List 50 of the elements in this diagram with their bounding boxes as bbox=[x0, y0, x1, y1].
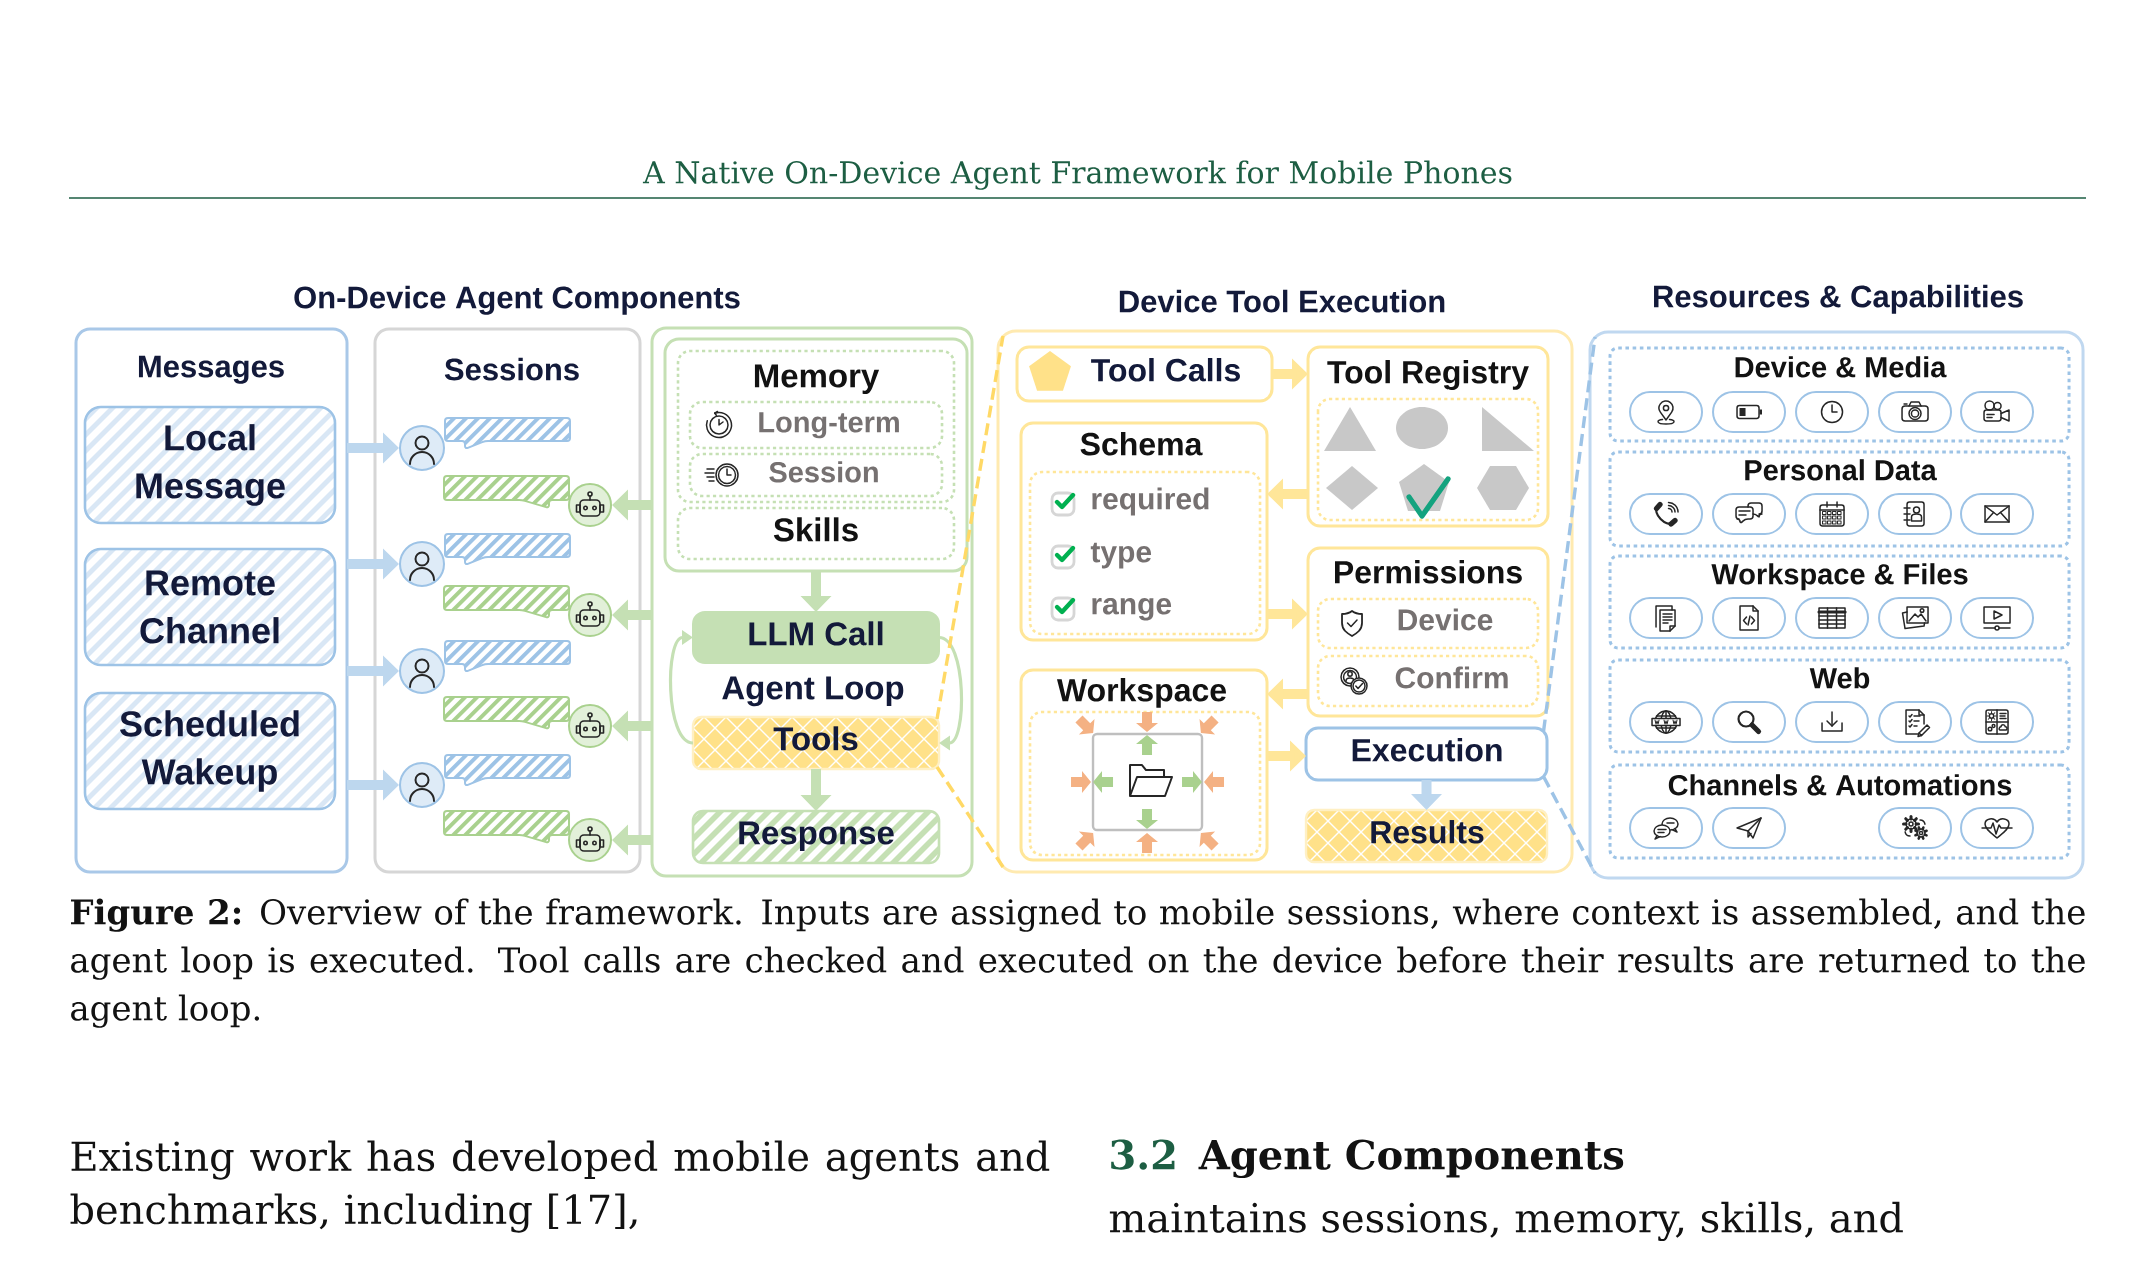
process-box: Response bbox=[691, 809, 941, 865]
panel: Sessions bbox=[373, 327, 642, 874]
running-header: A Native On-Device Agent Framework for Mobile Phones bbox=[642, 160, 1512, 190]
list-item: type bbox=[1090, 542, 1152, 569]
robot-avatar bbox=[568, 704, 612, 748]
dashed-line bbox=[935, 335, 1005, 720]
section-heading: On-Device Agent Components bbox=[294, 285, 740, 315]
dotted-box: Skills bbox=[676, 506, 956, 561]
process-box: Tool Calls bbox=[1015, 345, 1274, 403]
process-box: Tools bbox=[691, 715, 941, 771]
node-label: Device Tool Execution bbox=[1119, 289, 1445, 313]
dashed-line bbox=[1542, 775, 1597, 874]
section-number: 3.2 bbox=[1111, 1139, 1175, 1170]
message-box: Scheduled Wakeup bbox=[83, 691, 337, 811]
dotted-box: Workspace & Files bbox=[1608, 554, 2071, 650]
dotted-box: Web bbox=[1608, 658, 2071, 754]
dashed-line bbox=[1541, 336, 1597, 732]
dotted-box: Device bbox=[1316, 597, 1540, 650]
body-text: maintains sessions, memory, skills, and bbox=[1109, 1201, 1903, 1242]
panel bbox=[650, 326, 974, 878]
section-heading: Agent Components bbox=[1198, 1139, 1624, 1179]
message-box: Local Message bbox=[83, 405, 337, 525]
user-avatar bbox=[399, 762, 445, 808]
user-avatar bbox=[399, 541, 445, 587]
loop-label: Agent Loop bbox=[722, 676, 904, 707]
user-avatar bbox=[399, 648, 445, 694]
process-box: Results bbox=[1304, 808, 1549, 864]
user-avatar bbox=[399, 425, 445, 471]
dotted-box: Personal Data bbox=[1608, 450, 2071, 548]
dotted-box: Confirm bbox=[1316, 654, 1540, 708]
dotted-box: Channels & Automations bbox=[1608, 763, 2071, 860]
process-box: Execution bbox=[1304, 726, 1549, 782]
robot-avatar bbox=[568, 483, 612, 527]
dotted-box: Session bbox=[688, 452, 944, 498]
arrow bbox=[668, 630, 694, 745]
arrow bbox=[938, 636, 964, 751]
message-box: Remote Channel bbox=[83, 547, 337, 667]
process-box: Workspace bbox=[1019, 668, 1269, 862]
list-item: range bbox=[1092, 598, 1172, 621]
list-item: required bbox=[1092, 487, 1209, 516]
robot-avatar bbox=[568, 593, 612, 637]
figure-caption: Figure 2: Overview of the framework. Inputs are assigned to mobile sessions, where context is assembled, and the agent loop is executed. Tool calls are checked and executed on the device before their results are returned to the agent loop. bbox=[71, 898, 2085, 1028]
dashed-line bbox=[935, 766, 1005, 868]
body-text: Existing work has developed mobile agents and benchmarks, including [17], bbox=[70, 1140, 1050, 1233]
process-box: Tool Registry bbox=[1306, 345, 1550, 528]
rounded-box bbox=[663, 337, 969, 573]
dotted-box: Long-term bbox=[688, 400, 944, 450]
robot-avatar bbox=[568, 818, 612, 862]
dotted-box: Device & Media bbox=[1608, 346, 2071, 443]
node-label: Resources & Capabilities bbox=[1654, 284, 2023, 314]
